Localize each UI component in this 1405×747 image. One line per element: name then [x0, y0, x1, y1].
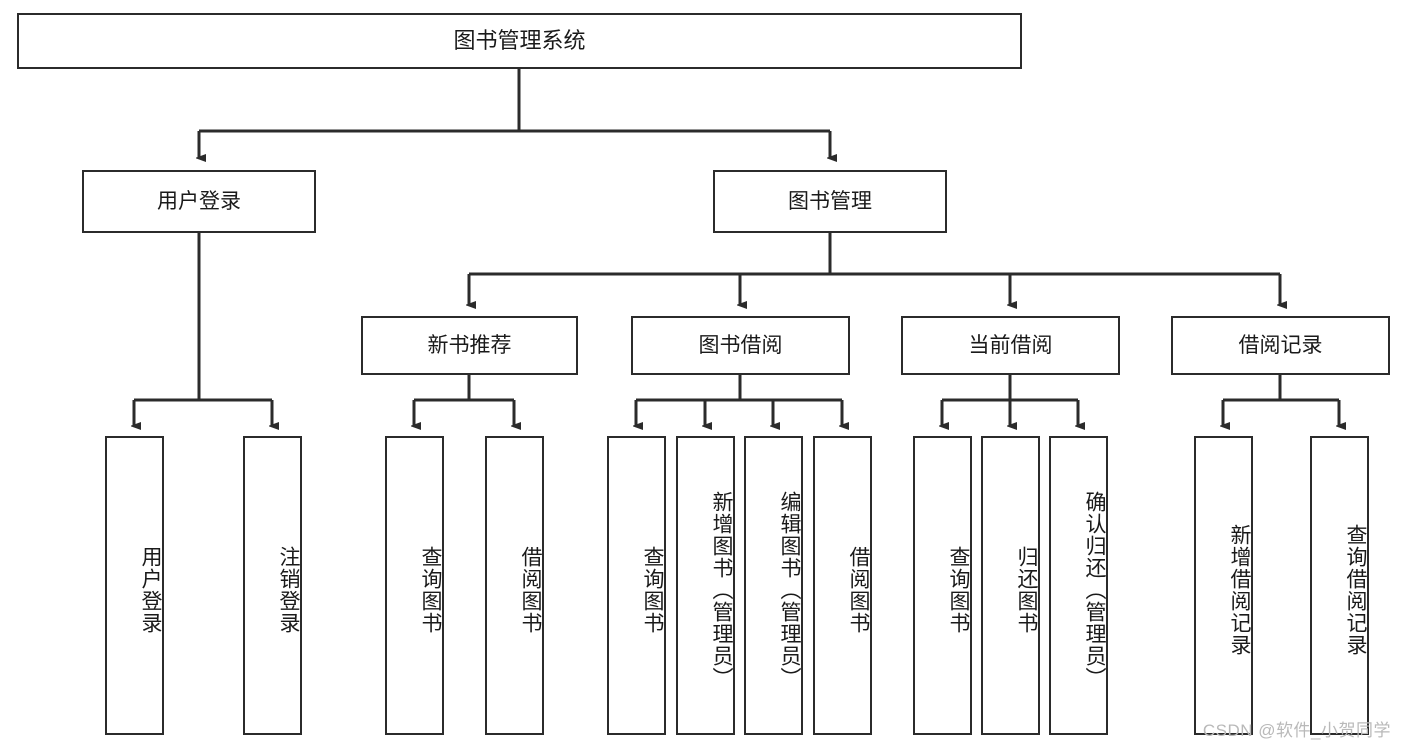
node-label: 查询图书	[947, 545, 970, 634]
node-book-management[interactable]: 图书管理	[713, 170, 947, 233]
leaf-current-confirm-return-admin[interactable]: 确认归还（管理员）	[1049, 436, 1108, 735]
leaf-user-login-logout[interactable]: 注销登录	[243, 436, 302, 735]
node-label: 当前借阅	[968, 333, 1053, 357]
node-label: 新增图书（管理员）	[710, 490, 733, 689]
node-borrow-record[interactable]: 借阅记录	[1171, 316, 1390, 375]
leaf-borrow-edit-book-admin[interactable]: 编辑图书（管理员）	[744, 436, 803, 735]
leaf-borrow-borrow-book[interactable]: 借阅图书	[813, 436, 872, 735]
node-label: 用户登录	[139, 545, 162, 634]
leaf-recommend-query-book[interactable]: 查询图书	[385, 436, 444, 735]
leaf-current-query-book[interactable]: 查询图书	[913, 436, 972, 735]
node-label: 借阅图书	[519, 545, 542, 634]
leaf-record-query-record[interactable]: 查询借阅记录	[1310, 436, 1369, 735]
node-label: 注销登录	[277, 545, 300, 634]
node-label: 图书管理系统	[453, 27, 586, 53]
node-label: 查询图书	[641, 545, 664, 634]
leaf-recommend-borrow-book[interactable]: 借阅图书	[485, 436, 544, 735]
node-label: 新书推荐	[427, 333, 512, 357]
watermark: CSDN @软件_小贺同学	[1202, 721, 1391, 740]
node-label: 图书管理	[788, 189, 872, 213]
leaf-record-add-record[interactable]: 新增借阅记录	[1194, 436, 1253, 735]
node-user-login[interactable]: 用户登录	[82, 170, 316, 233]
node-current-borrow[interactable]: 当前借阅	[901, 316, 1120, 375]
node-label: 用户登录	[157, 189, 241, 213]
node-label: 查询图书	[419, 545, 442, 634]
leaf-borrow-add-book-admin[interactable]: 新增图书（管理员）	[676, 436, 735, 735]
node-label: 确认归还（管理员）	[1083, 490, 1106, 689]
node-new-book-recommend[interactable]: 新书推荐	[361, 316, 578, 375]
node-label: 图书借阅	[698, 333, 783, 357]
leaf-borrow-query-book[interactable]: 查询图书	[607, 436, 666, 735]
node-label: 借阅图书	[847, 545, 870, 634]
leaf-user-login-login[interactable]: 用户登录	[105, 436, 164, 735]
node-label: 新增借阅记录	[1228, 523, 1251, 656]
node-label: 编辑图书（管理员）	[778, 490, 801, 689]
leaf-current-return-book[interactable]: 归还图书	[981, 436, 1040, 735]
node-label: 查询借阅记录	[1344, 523, 1367, 656]
node-label: 借阅记录	[1238, 333, 1323, 357]
node-label: 归还图书	[1015, 545, 1038, 634]
node-root-system[interactable]: 图书管理系统	[17, 13, 1022, 69]
node-book-borrow[interactable]: 图书借阅	[631, 316, 850, 375]
